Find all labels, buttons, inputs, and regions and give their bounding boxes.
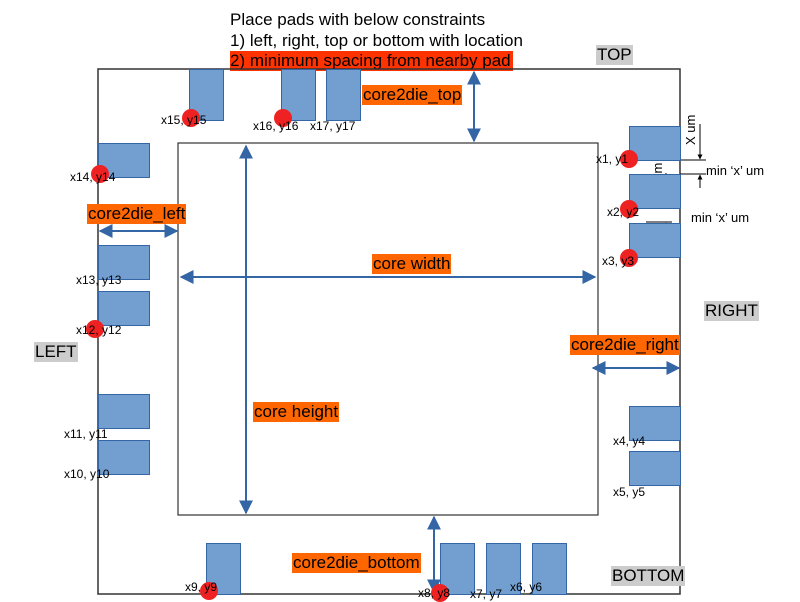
pad-5[interactable] xyxy=(629,451,681,486)
pad-12[interactable] xyxy=(98,291,150,326)
pad-label-9: x9, y9 xyxy=(185,580,218,594)
pad-4[interactable] xyxy=(629,406,681,441)
pad-label-8: x8, y8 xyxy=(418,586,451,600)
instruction-line-3: 2) minimum spacing from nearby pad xyxy=(230,51,513,71)
pad-7[interactable] xyxy=(486,543,521,595)
pad-8[interactable] xyxy=(440,543,475,595)
pad-label-12: x12, y12 xyxy=(76,323,122,337)
side-tag-left: LEFT xyxy=(34,342,78,362)
core-width-label: core width xyxy=(372,254,452,274)
instruction-line-1: Place pads with below constraints xyxy=(230,10,486,29)
pad-label-14: x14, y14 xyxy=(70,170,116,184)
pad-label-16: x16, y16 xyxy=(253,119,299,133)
core-boundary xyxy=(177,142,599,516)
pin-marker-16 xyxy=(274,109,292,127)
pad-14[interactable] xyxy=(98,143,150,178)
core-height-label: core height xyxy=(253,402,340,422)
pad-3[interactable] xyxy=(629,223,681,258)
pad-size-label-1: X um xyxy=(683,114,698,145)
pad-11[interactable] xyxy=(98,394,150,429)
pad-label-13: x13, y13 xyxy=(76,273,122,287)
pad-label-4: x4, y4 xyxy=(613,434,646,448)
pad-label-5: x5, y5 xyxy=(613,485,646,499)
pin-marker-3 xyxy=(620,249,638,267)
min-spacing-label-1: min ‘x’ um xyxy=(706,163,765,178)
instruction-line-2: 1) left, right, top or bottom with locat… xyxy=(230,31,523,50)
pin-marker-9 xyxy=(200,582,218,600)
pad-1[interactable] xyxy=(629,126,681,161)
core2die-top-label: core2die_top xyxy=(362,85,463,105)
pad-label-10: x10, y10 xyxy=(64,467,110,481)
core2die-right-label: core2die_right xyxy=(570,335,680,355)
pin-marker-14 xyxy=(91,165,109,183)
pad-6[interactable] xyxy=(532,543,567,595)
pad-label-15: x15, y15 xyxy=(161,113,207,127)
pad-label-2: x2, y2 xyxy=(607,205,640,219)
pad-10[interactable] xyxy=(98,440,150,475)
side-tag-bottom: BOTTOM xyxy=(611,566,686,586)
core2die-bottom-label: core2die_bottom xyxy=(292,553,421,573)
pad-label-11: x11, y11 xyxy=(64,427,108,441)
pad-label-17: x17, y17 xyxy=(310,119,356,133)
pad-13[interactable] xyxy=(98,245,150,280)
core2die-left-label: core2die_left xyxy=(87,204,187,224)
pin-marker-12 xyxy=(86,320,104,338)
pad-2[interactable] xyxy=(629,174,681,209)
min-spacing-label-2: min ‘x’ um xyxy=(691,210,750,225)
side-tag-right: RIGHT xyxy=(704,301,759,321)
pad-label-3: x3, y3 xyxy=(602,254,635,268)
pad-label-6: x6, y6 xyxy=(510,580,543,594)
pin-marker-8 xyxy=(431,584,449,602)
pin-marker-2 xyxy=(620,200,638,218)
side-tag-top: TOP xyxy=(596,45,633,65)
pad-label-1: x1, y1 xyxy=(596,152,629,166)
pad-label-7: x7, y7 xyxy=(470,587,503,601)
pin-marker-1 xyxy=(620,150,638,168)
pad-17[interactable] xyxy=(326,69,361,121)
pin-marker-15 xyxy=(182,109,200,127)
